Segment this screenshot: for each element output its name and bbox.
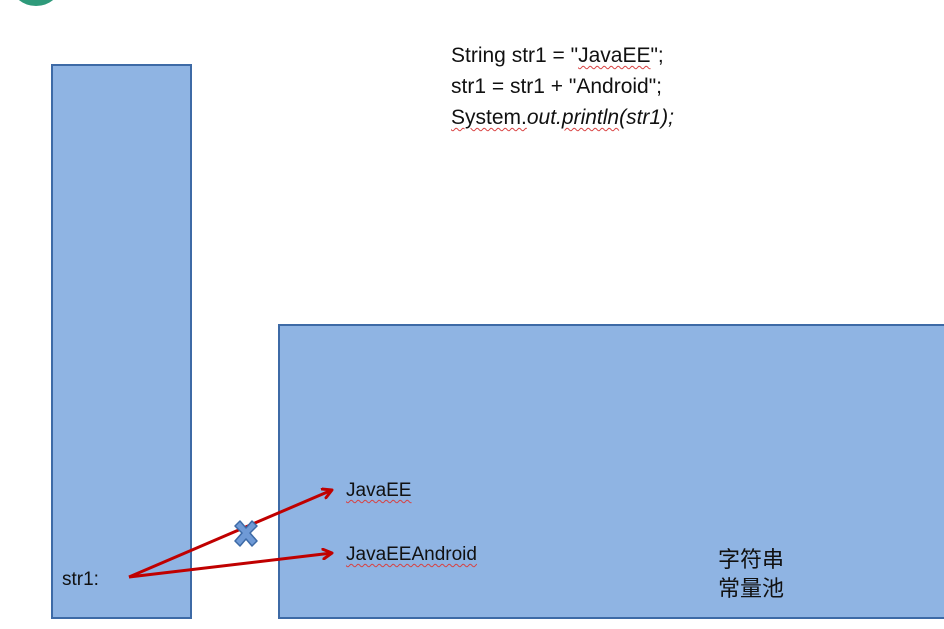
code-line-1: String str1 = "JavaEE";: [451, 40, 674, 71]
pool-string-javaeeandroid: JavaEEAndroid: [346, 544, 477, 565]
code-line-1-pre: String str1 = ": [451, 44, 579, 67]
old-reference-arrow: [128, 490, 332, 579]
pool-title: 字符串 常量池: [718, 546, 784, 604]
variable-label: str1:: [62, 569, 99, 590]
pool-title-line-1: 字符串: [718, 548, 785, 573]
code-line-1-literal: JavaEE: [578, 44, 651, 67]
code-line-3-args: (str1);: [619, 106, 674, 129]
pool-string-javaee: JavaEE: [346, 480, 412, 501]
code-line-3: System.out.println(str1);: [451, 102, 674, 133]
code-line-3-out: out.: [526, 106, 562, 129]
new-reference-arrow: [128, 553, 332, 579]
code-line-1-post: ";: [650, 44, 664, 67]
code-line-2: str1 = str1 + "Android";: [451, 75, 663, 98]
cross-icon: [234, 520, 258, 547]
code-line-3-println: println: [561, 106, 620, 129]
slide-badge: [12, 0, 60, 6]
code-snippet: String str1 = "JavaEE"; str1 = str1 + "A…: [451, 40, 674, 133]
string-constant-pool-box: [278, 324, 944, 619]
pool-title-line-2: 常量池: [718, 577, 785, 602]
code-line-3-system: System.: [451, 106, 527, 129]
stack-memory-box: [51, 64, 192, 619]
